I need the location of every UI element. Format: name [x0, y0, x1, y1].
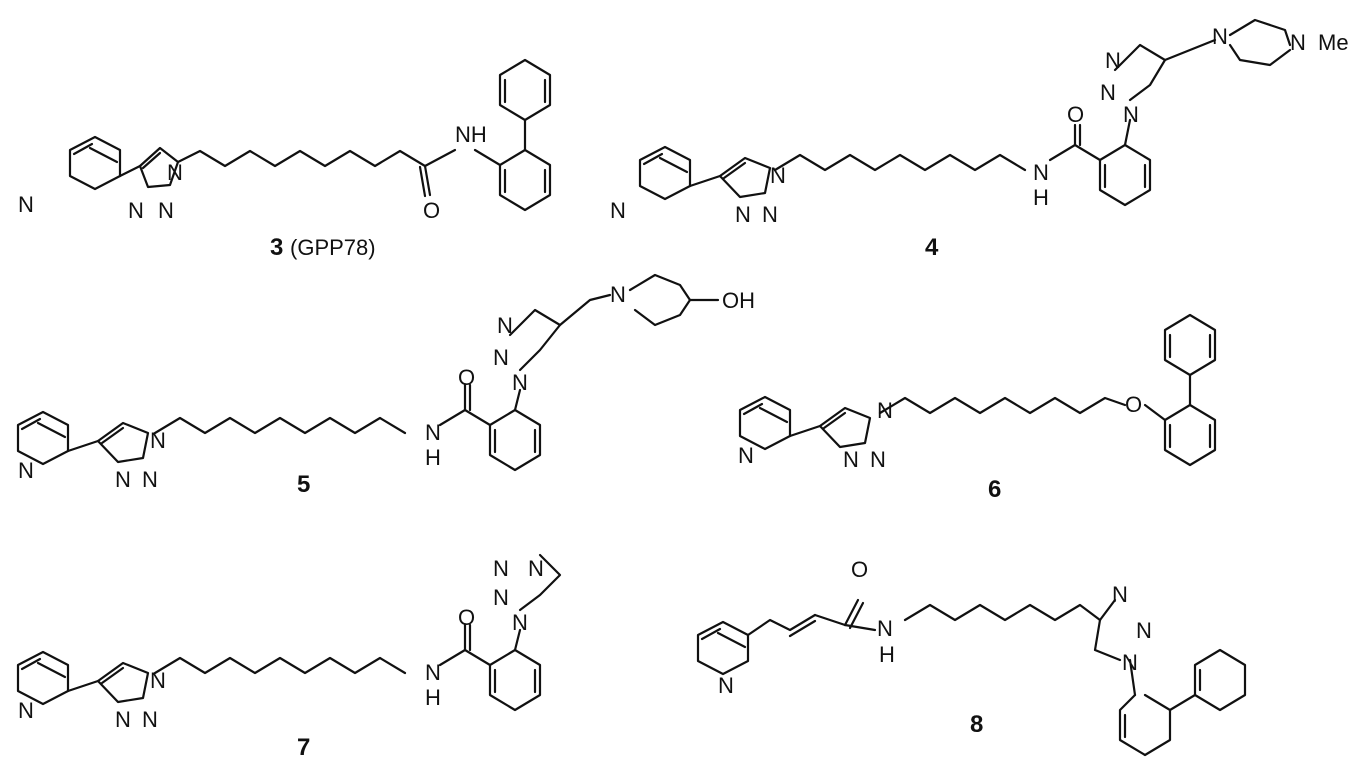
compound-4-triazole-b-n1: N: [1123, 102, 1139, 127]
compound-5-amide-n: N: [425, 420, 441, 445]
compound-5-carbonyl-o: O: [458, 365, 475, 390]
compound-4-amide-n: N: [1033, 160, 1049, 185]
compound-7-triazole-b-n2: N: [493, 585, 509, 610]
compound-4-piperazine-n1: N: [1212, 24, 1228, 49]
compound-6-caption: 6: [988, 476, 1001, 503]
compound-4-triazole-b-n2: N: [1100, 80, 1116, 105]
compound-5-pyridine-n: N: [18, 458, 34, 483]
compound-8-pyridine-n: N: [718, 673, 734, 698]
compound-6-triazole-n1: N: [877, 398, 893, 423]
compound-7-amide-h: H: [425, 685, 441, 710]
compound-5-triazole-b-n3: N: [497, 313, 513, 338]
compound-4-triazole-n3: N: [762, 202, 778, 227]
compound-4-caption: 4: [925, 234, 939, 261]
compound-3-caption: 3 (GPP78): [270, 234, 376, 261]
compound-7-triazole-b-n1: N: [512, 610, 528, 635]
compound-7-triazole-n3: N: [142, 707, 158, 732]
compound-7-triazole-b-n4: N: [528, 556, 544, 581]
compound-4-carbonyl-o: O: [1067, 102, 1084, 127]
compound-4-triazole-n1: N: [770, 163, 786, 188]
compound-7-caption: 7: [297, 734, 310, 761]
compound-4-structure: [638, 18, 1292, 207]
compound-3-triazole-n1: N: [167, 160, 183, 185]
compound-7-amide-n: N: [425, 660, 441, 685]
compound-6-triazole-n3: N: [870, 447, 886, 472]
compound-3-amide-nh: NH: [455, 122, 487, 147]
compound-8-amide-n: N: [877, 616, 893, 641]
compound-3-triazole-n2: N: [128, 198, 144, 223]
compound-6-triazole-n2: N: [843, 447, 859, 472]
compound-5-number: 5: [297, 471, 310, 498]
compound-8-structure: [696, 598, 1247, 757]
compound-7-triazole-b-n3: N: [493, 556, 509, 581]
compound-5-triazole-n3: N: [142, 467, 158, 492]
compound-5-triazole-b-n1: N: [512, 370, 528, 395]
compound-4-methyl: Me: [1318, 30, 1349, 55]
compound-7-pyridine-n: N: [18, 698, 34, 723]
compound-5-triazole-n1: N: [150, 428, 166, 453]
compound-8-caption: 8: [970, 711, 983, 738]
compound-5-piperidine-n: N: [610, 282, 626, 307]
compound-6-number: 6: [988, 476, 1001, 503]
compound-8-amide-h: H: [879, 642, 895, 667]
compound-8-triazole-n1: N: [1122, 650, 1138, 675]
compound-6-pyridine-n: N: [738, 443, 754, 468]
compound-3-note: (GPP78): [290, 235, 376, 260]
compound-7-structure: [16, 553, 562, 712]
compound-7-number: 7: [297, 734, 310, 761]
compound-5-caption: 5: [297, 471, 310, 498]
compound-5-amide-h: H: [425, 445, 441, 470]
compound-3-pyridine-n: N: [18, 192, 34, 217]
compound-8-triazole-n3: N: [1112, 582, 1128, 607]
compound-7-carbonyl-o: O: [458, 605, 475, 630]
compound-6-structure: [738, 313, 1217, 467]
compound-3-carbonyl-o: O: [423, 198, 440, 223]
compound-4-amide-h: H: [1033, 185, 1049, 210]
compound-5-triazole-n2: N: [115, 467, 131, 492]
compound-3-triazole-n3: N: [158, 198, 174, 223]
compound-8-number: 8: [970, 711, 983, 738]
compound-5-structure: [16, 273, 692, 472]
compound-4-triazole-n2: N: [735, 202, 751, 227]
compound-4-piperazine-n4: N: [1290, 30, 1306, 55]
compound-7-triazole-n1: N: [150, 668, 166, 693]
compound-6-ether-o: O: [1125, 392, 1142, 417]
compound-7-triazole-n2: N: [115, 707, 131, 732]
compound-8-carbonyl-o: O: [851, 557, 868, 582]
compound-3-number: 3: [270, 234, 283, 261]
compound-5-hydroxyl: OH: [722, 288, 755, 313]
compound-8-triazole-n2: N: [1136, 618, 1152, 643]
compound-4-triazole-b-n3: N: [1105, 48, 1121, 73]
compound-4-number: 4: [925, 234, 939, 261]
compound-5-triazole-b-n2: N: [493, 345, 509, 370]
compound-4-pyridine-n: N: [610, 198, 626, 223]
compound-3-structure: [68, 58, 552, 212]
